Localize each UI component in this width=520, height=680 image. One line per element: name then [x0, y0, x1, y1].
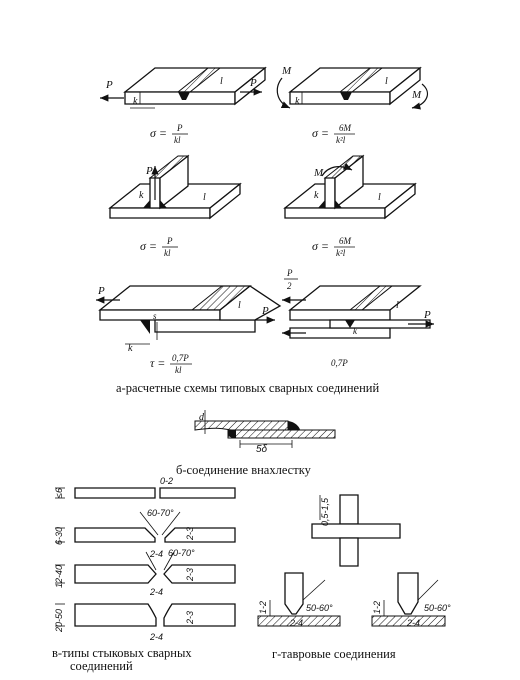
l-label: l — [220, 76, 223, 87]
butt-type-2 — [55, 511, 236, 543]
l-label-5: l — [238, 300, 241, 311]
caption-v: в-типы стыковых сварных соединений — [52, 647, 192, 673]
d-label: d — [199, 412, 205, 423]
svg-text:kl: kl — [164, 248, 171, 258]
svg-text:P: P — [286, 268, 293, 278]
tee-gap-left: 2-4 — [289, 618, 303, 628]
angle-2: 60-70° — [147, 508, 174, 518]
thickness-1: ≤6 — [54, 488, 64, 498]
formula-4: σ = 6M k²l — [312, 236, 355, 258]
schema-lap-joint — [96, 285, 282, 345]
schema-tee-tension — [108, 154, 242, 220]
lap-length-label: 5δ — [256, 444, 268, 455]
svg-text:k²l: k²l — [336, 135, 346, 145]
caption-a: а-расчетные схемы типовых сварных соедин… — [116, 381, 380, 395]
svg-text:σ =: σ = — [312, 239, 329, 253]
l-label-2: l — [385, 76, 388, 87]
caption-b: б-соединение внахлестку — [176, 463, 311, 477]
caption-v-line1: в-типы стыковых сварных — [52, 646, 192, 660]
m-label-4: M — [313, 167, 324, 179]
k-label-4: k — [314, 190, 319, 201]
tee-root-left: 1-2 — [258, 601, 268, 614]
svg-text:kl: kl — [174, 135, 181, 145]
k-label-3: k — [139, 190, 144, 201]
root-3: 2-3 — [185, 568, 195, 582]
schema-tee-bending — [283, 154, 417, 220]
svg-text:6M: 6M — [339, 236, 352, 246]
schema-butt-bending — [276, 66, 429, 110]
l-label-4: l — [378, 192, 381, 203]
gap-4: 2-4 — [149, 632, 163, 642]
caption-v-line2: соединений — [70, 659, 133, 673]
p-label-6: P — [423, 309, 431, 321]
k-label-2: k — [295, 96, 300, 107]
l-label-3: l — [203, 192, 206, 203]
svg-text:k²l: k²l — [336, 248, 346, 258]
m-label-left: M — [281, 65, 292, 77]
p-label-3: P — [145, 165, 153, 177]
tee-gap: 0,5-1,5 — [320, 497, 330, 526]
gap-2: 2-4 — [149, 549, 163, 559]
k-label-6: k — [353, 326, 358, 336]
root-4: 2-3 — [185, 611, 195, 625]
tee-root-right: 1-2 — [372, 601, 382, 614]
formula-6: 0,7P — [331, 358, 348, 368]
formula-5: τ = 0,7P kl — [150, 353, 192, 375]
svg-text:P: P — [176, 123, 183, 133]
svg-text:σ =: σ = — [150, 126, 167, 140]
svg-text:2: 2 — [287, 281, 292, 291]
formula-3: σ = P kl — [140, 236, 178, 258]
svg-text:kl: kl — [175, 365, 182, 375]
caption-g: г-тавровые соединения — [272, 647, 396, 661]
schema-butt-tension — [100, 66, 267, 109]
tee-top — [311, 494, 401, 567]
svg-text:P: P — [166, 236, 173, 246]
thickness-2: 6-30 — [54, 527, 64, 545]
formula-1: σ = P kl — [150, 123, 188, 145]
m-label-right: M — [411, 89, 422, 101]
tee-angle-right: 50-60° — [424, 603, 451, 613]
s-label-5: s — [153, 311, 157, 321]
schema-double-lap — [282, 285, 434, 339]
k-label: k — [133, 96, 138, 107]
thickness-3: 12-40 — [54, 565, 64, 588]
gap-1: 0-2 — [160, 476, 173, 486]
thickness-4: 20-50 — [54, 609, 64, 633]
butt-type-1 — [55, 487, 236, 499]
butt-type-4 — [55, 603, 236, 627]
svg-text:σ =: σ = — [140, 239, 157, 253]
svg-text:0,7P: 0,7P — [172, 353, 189, 363]
svg-text:σ =: σ = — [312, 126, 329, 140]
k-label-5: k — [128, 343, 133, 354]
p-label-5l: P — [97, 285, 105, 297]
root-2: 2-3 — [185, 527, 195, 541]
p-label-5r: P — [261, 305, 269, 317]
half-p-label: P 2 — [284, 268, 298, 291]
l-label-6: l — [396, 300, 399, 311]
tee-right — [371, 572, 446, 627]
formula-2: σ = 6M k²l — [312, 123, 355, 145]
svg-text:τ =: τ = — [150, 356, 165, 370]
tee-left — [257, 572, 341, 627]
angle-3: 60-70° — [168, 548, 195, 558]
tee-gap-right: 2-4 — [406, 618, 420, 628]
butt-type-3 — [55, 551, 236, 584]
tee-angle-left: 50-60° — [306, 603, 333, 613]
p-label-left: P — [105, 79, 113, 91]
p-label-right: P — [249, 77, 257, 89]
lap-section — [194, 410, 336, 448]
svg-text:6M: 6M — [339, 123, 352, 133]
gap-3: 2-4 — [149, 587, 163, 597]
